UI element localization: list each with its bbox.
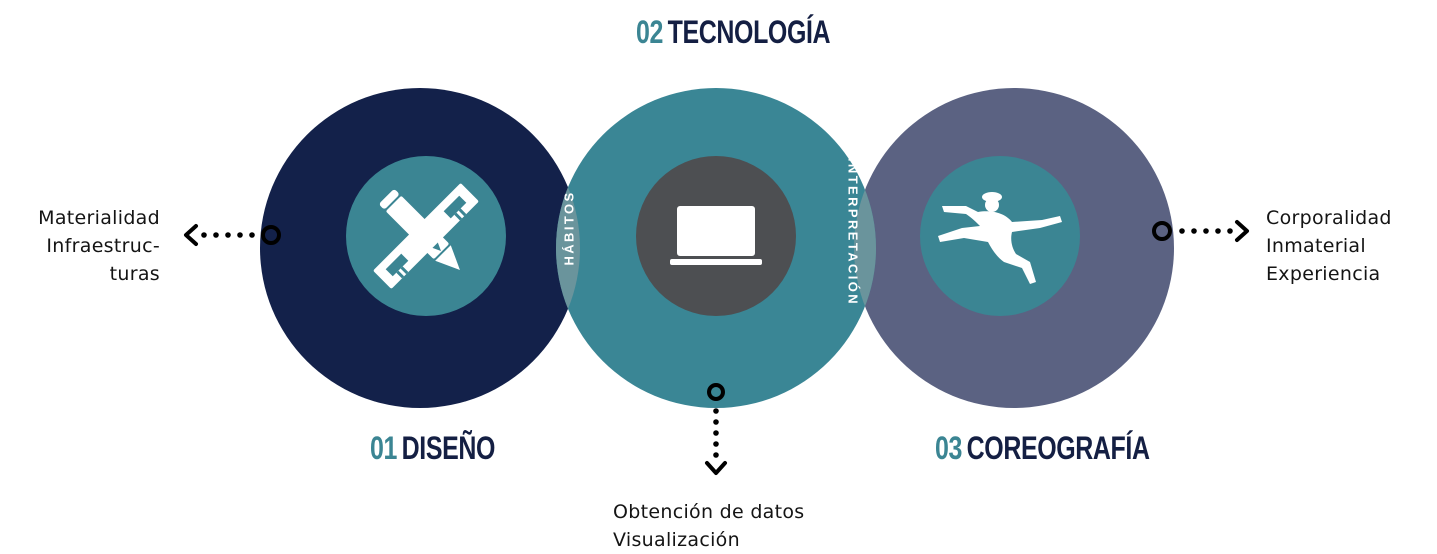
- note-line: Infraestruc-: [46, 235, 160, 257]
- bottom-connector-node: [707, 383, 725, 401]
- left-arrow-icon: [184, 224, 198, 246]
- note-line: Obtención de datos: [613, 501, 805, 523]
- dancer-icon: [938, 192, 1062, 284]
- notes-bottom: Obtención de datos Visualización: [613, 498, 805, 554]
- bottom-dots: [713, 408, 719, 458]
- stage-name: COREOGRAFÍA: [966, 430, 1150, 466]
- stage-name: DISEÑO: [401, 430, 496, 466]
- note-line: turas: [109, 263, 160, 285]
- left-connector-node: [261, 225, 281, 245]
- notes-right: Corporalidad Inmaterial Experiencia: [1266, 204, 1392, 288]
- stage-number: 02: [636, 14, 663, 50]
- overlap-label-interpretacion: INTERPRETACIÓN: [845, 157, 861, 307]
- right-dots: [1179, 228, 1233, 234]
- note-line: Experiencia: [1266, 263, 1381, 285]
- right-connector: [1152, 220, 1249, 242]
- bottom-connector: [705, 383, 727, 475]
- laptop-icon: [670, 206, 762, 265]
- note-line: Materialidad: [38, 207, 160, 229]
- note-line: Inmaterial: [1266, 235, 1366, 257]
- left-connector: [184, 224, 281, 246]
- left-dots: [201, 232, 255, 238]
- right-connector-node: [1152, 221, 1172, 241]
- pencil-ruler-icon: [373, 183, 479, 289]
- stage-number: 01: [370, 430, 397, 466]
- stage-name: TECNOLOGÍA: [667, 14, 831, 50]
- right-arrow-icon: [1235, 220, 1249, 242]
- stage-number: 03: [935, 430, 962, 466]
- notes-left: Materialidad Infraestruc- turas: [38, 204, 160, 288]
- overlap-label-habitos: HÁBITOS: [561, 190, 577, 266]
- note-line: Corporalidad: [1266, 207, 1392, 229]
- down-arrow-icon: [705, 461, 727, 475]
- note-line: Visualización: [613, 529, 740, 551]
